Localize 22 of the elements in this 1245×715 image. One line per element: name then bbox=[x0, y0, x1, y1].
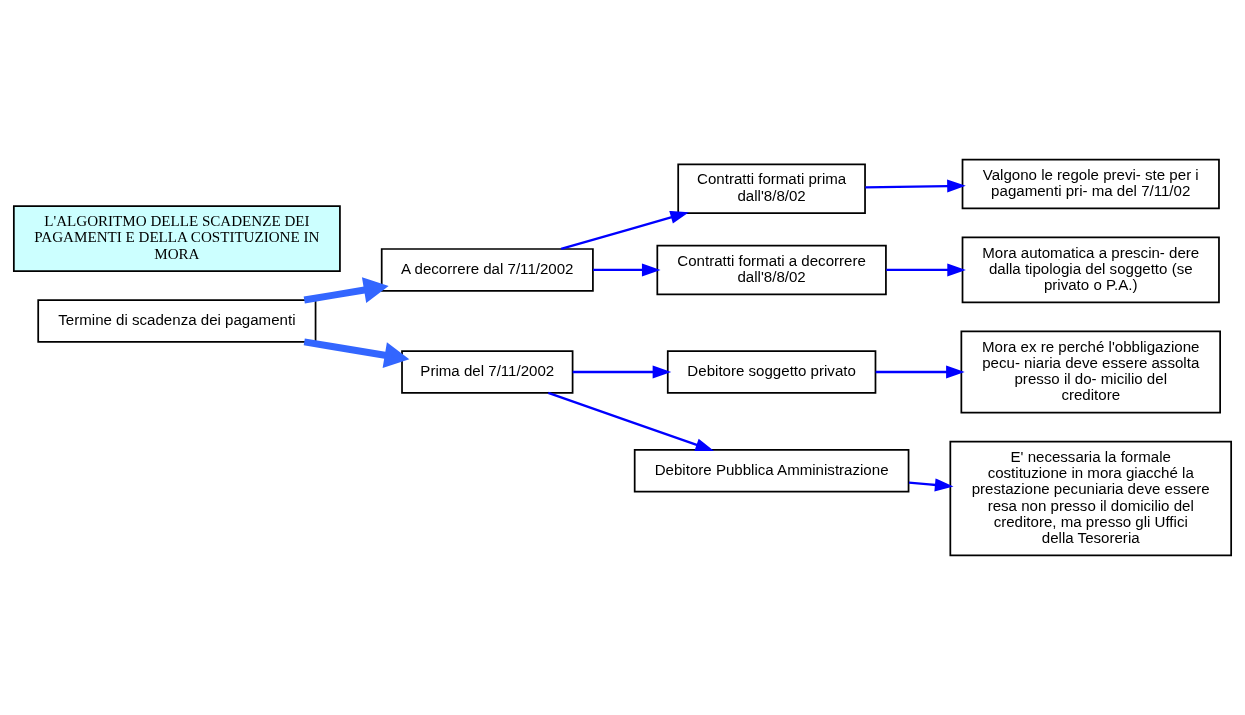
arrow bbox=[886, 263, 966, 277]
node-box: Contratti formati a decorrere dall'8/8/02 bbox=[656, 244, 887, 296]
arrow bbox=[303, 277, 389, 304]
arrow bbox=[875, 365, 965, 379]
arrow bbox=[865, 179, 966, 193]
node-box: E' necessaria la formale costituzione in mora giacché la prestazione pecuniaria deve essere resa non presso il domicilio del creditore, ma presso gli Uffici della Tesoreria bbox=[949, 440, 1233, 557]
node-box: Prima del 7/11/2002 bbox=[401, 350, 574, 394]
node-box: Valgono le regole previ- ste per i pagamenti pri- ma del 7/11/02 bbox=[961, 158, 1220, 210]
arrow bbox=[547, 391, 715, 451]
arrow bbox=[593, 263, 661, 277]
node-box: L'ALGORITMO DELLE SCADENZE DEI PAGAMENTI E DELLA COSTITUZIONE IN MORA bbox=[12, 205, 341, 272]
arrow bbox=[303, 338, 410, 369]
arrow bbox=[560, 211, 689, 251]
arrow bbox=[908, 478, 954, 492]
node-box: Contratti formati prima dall'8/8/02 bbox=[677, 163, 866, 214]
node-box: Debitore soggetto privato bbox=[666, 350, 877, 394]
node-box: Termine di scadenza dei pagamenti bbox=[37, 299, 317, 343]
arrow bbox=[572, 365, 672, 379]
node-box: Mora ex re perché l'obbligazione pecu- niaria deve essere assolta presso il do- micilio del creditore bbox=[960, 330, 1221, 414]
node-box: A decorrere dal 7/11/2002 bbox=[380, 248, 594, 292]
node-box: Debitore Pubblica Amministrazione bbox=[633, 448, 910, 493]
node-box: Mora automatica a prescin- dere dalla tipologia del soggetto (se privato o P.A.) bbox=[961, 236, 1220, 304]
